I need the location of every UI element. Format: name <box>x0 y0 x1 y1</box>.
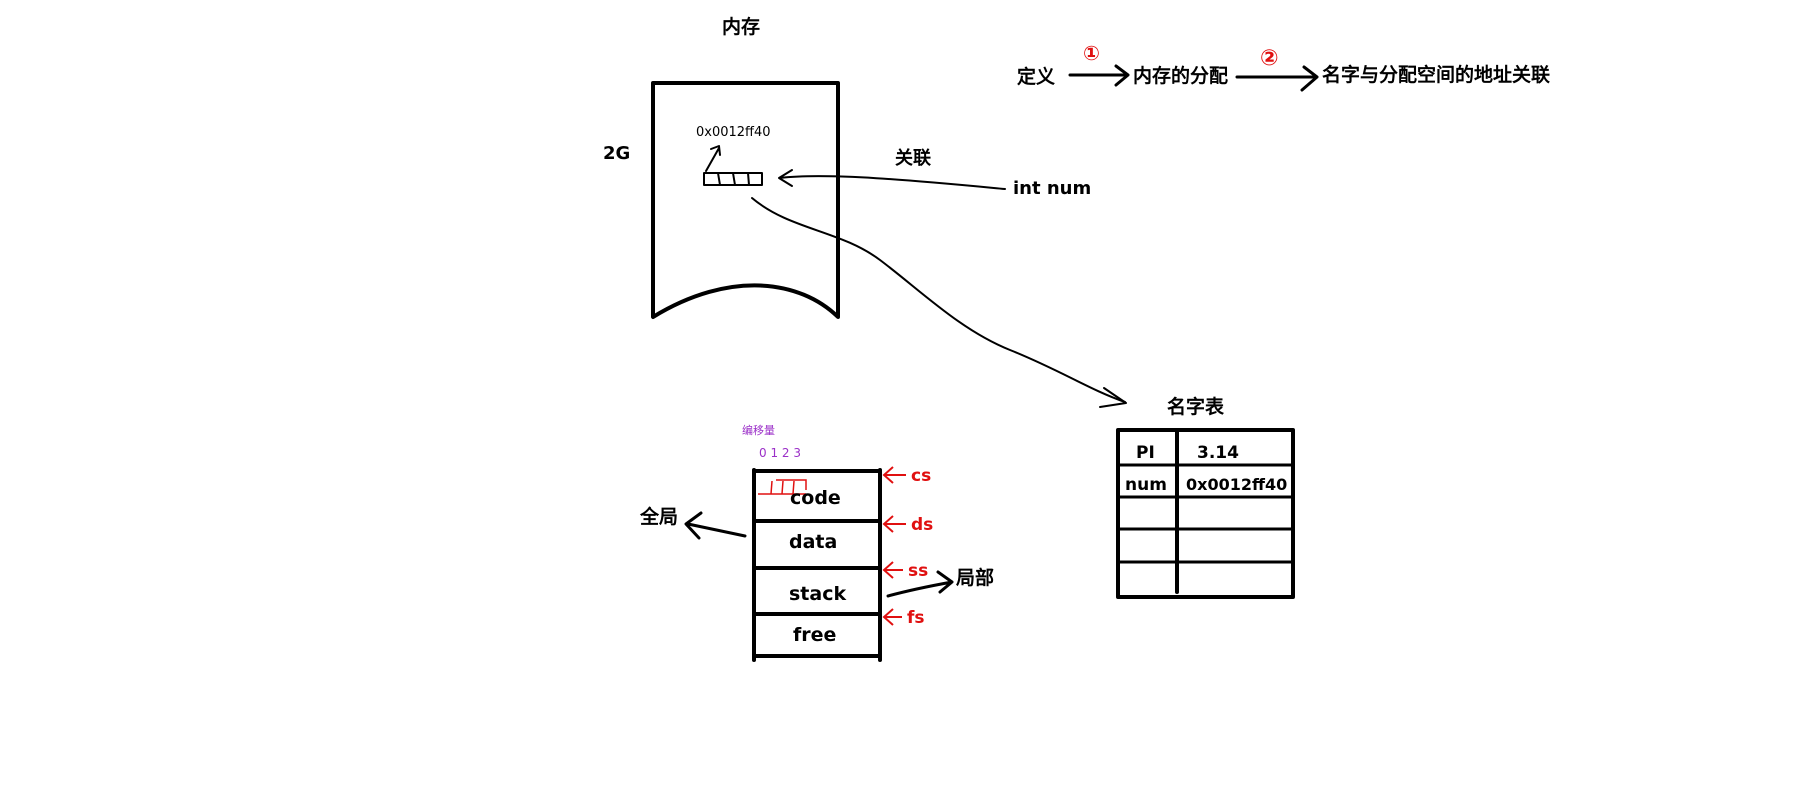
global-arrow <box>684 511 747 540</box>
association-arrowhead <box>778 169 793 187</box>
name-table-title: 名字表 <box>1167 395 1225 418</box>
memory-block <box>651 81 840 319</box>
address-pointer-arrow <box>705 145 721 172</box>
register-label: fs <box>907 608 925 628</box>
flow-arrow-one <box>1068 64 1130 87</box>
name-table <box>1116 428 1295 599</box>
table-cell-value: 0x0012ff40 <box>1186 475 1287 494</box>
segment-stack <box>752 468 882 662</box>
register-label: ss <box>908 561 928 581</box>
table-cell-value: 3.14 <box>1197 443 1239 463</box>
segment-block: data <box>789 531 837 553</box>
name-table-arrow <box>751 197 1126 403</box>
segment-block: free <box>793 624 836 646</box>
register-label: ds <box>911 515 933 535</box>
table-cell-name: num <box>1125 475 1167 495</box>
offset-ticks <box>758 479 807 495</box>
memory-cells <box>703 172 763 186</box>
flow-step-alloc: 内存的分配 <box>1133 64 1228 87</box>
flow-step-link: 名字与分配空间的地址关联 <box>1322 63 1550 86</box>
segment-block: code <box>790 487 841 509</box>
table-cell-name: PI <box>1136 443 1155 463</box>
association-arrow <box>779 175 1006 190</box>
name-table-arrowhead <box>1099 387 1127 408</box>
memory-size-label: 2G <box>603 143 630 164</box>
global-label: 全局 <box>639 505 678 528</box>
register-label: cs <box>911 466 931 486</box>
local-arrow <box>886 570 954 598</box>
variable-label: int num <box>1013 178 1091 199</box>
offset-digits: 0 1 2 3 <box>759 446 801 460</box>
flow-mark-two: ② <box>1260 46 1279 71</box>
register-arrow <box>882 515 906 533</box>
memory-title: 内存 <box>722 15 760 38</box>
segment-block: stack <box>789 583 846 605</box>
association-label: 关联 <box>895 147 931 169</box>
local-label: 局部 <box>956 566 994 589</box>
flow-step-define: 定义 <box>1017 65 1055 88</box>
memory-address-label: 0x0012ff40 <box>696 125 771 140</box>
flow-mark-one: ① <box>1083 41 1100 65</box>
register-arrow <box>882 561 903 579</box>
offset-title: 编移量 <box>742 423 775 437</box>
flow-arrow-two <box>1235 65 1319 92</box>
register-arrow <box>882 466 906 484</box>
register-arrow <box>882 608 902 626</box>
